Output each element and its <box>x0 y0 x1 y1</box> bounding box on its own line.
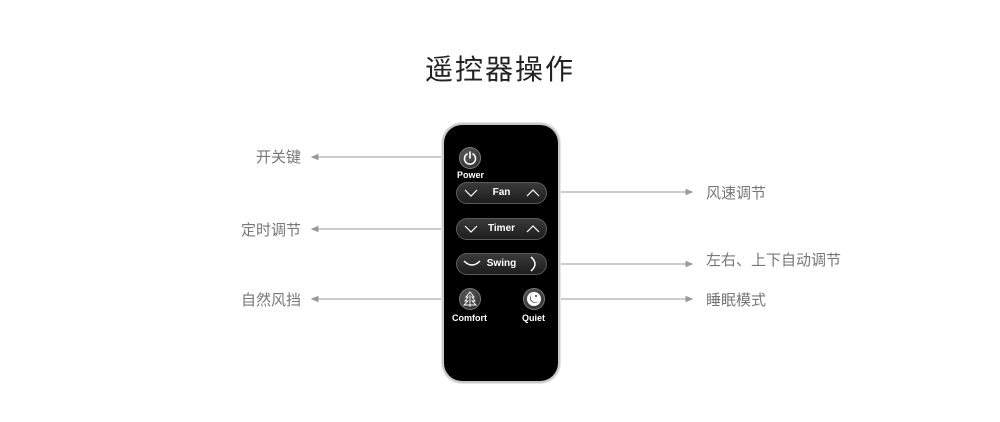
tree-icon <box>462 291 478 307</box>
quiet-button[interactable] <box>523 288 545 310</box>
annotation-fan: 风速调节 <box>706 184 767 202</box>
annotation-timer: 定时调节 <box>241 221 302 239</box>
swing-arc-left-icon <box>463 260 481 266</box>
fan-up-icon[interactable] <box>526 189 540 197</box>
page-title: 遥控器操作 <box>424 53 575 86</box>
swing-arc-right-icon <box>530 256 536 272</box>
power-icon <box>463 151 477 165</box>
power-label: Power <box>457 170 485 180</box>
comfort-label: Comfort <box>452 313 487 323</box>
fan-down-icon[interactable] <box>464 189 478 197</box>
fan-label: Fan <box>492 187 511 198</box>
timer-up-icon[interactable] <box>526 225 540 233</box>
annotation-swing: 左右、上下自动调节 <box>706 251 842 269</box>
quiet-label: Quiet <box>522 313 546 323</box>
timer-control: Timer <box>456 218 547 240</box>
comfort-button[interactable] <box>459 288 481 310</box>
annotation-comfort: 自然风挡 <box>241 291 302 309</box>
annotation-quiet: 睡眠模式 <box>706 291 767 309</box>
timer-label: Timer <box>487 223 516 234</box>
annotation-power: 开关键 <box>256 148 302 166</box>
fan-control: Fan <box>456 182 547 204</box>
power-button[interactable] <box>459 147 481 169</box>
swing-label: Swing <box>486 258 517 269</box>
swing-control[interactable]: Swing <box>456 253 547 275</box>
moon-sleep-icon <box>527 292 541 306</box>
timer-down-icon[interactable] <box>464 225 478 233</box>
